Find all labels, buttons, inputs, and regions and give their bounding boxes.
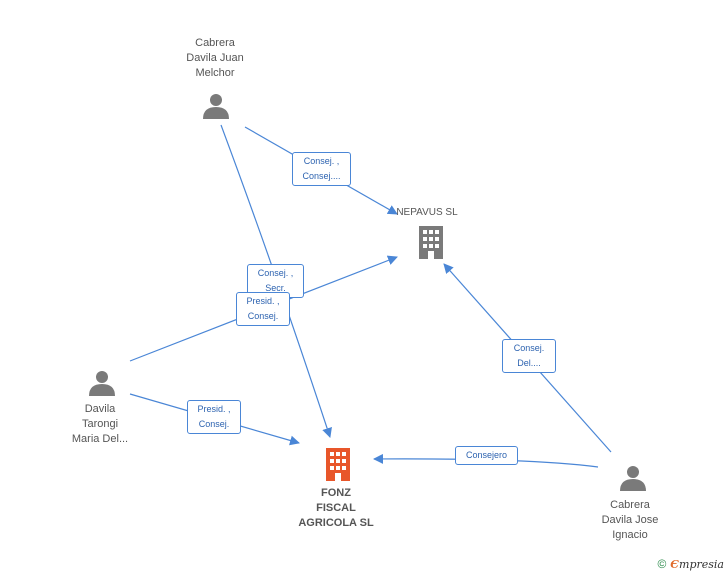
edge-label-davila-nepavus[interactable]: Presid. , Consej. [236, 292, 290, 326]
person-label-cabrera-juan[interactable]: Cabrera Davila Juan Melchor [165, 36, 265, 81]
building-icon[interactable] [415, 224, 447, 260]
edge-role-line: Del.... [517, 358, 541, 368]
company-name-line: FONZ [321, 487, 351, 499]
person-label-davila-tarongi[interactable]: Davila Tarongi Maria Del... [50, 402, 150, 447]
edge-role-line: Presid. , [197, 404, 231, 414]
person-name-line: Ignacio [612, 529, 648, 541]
edge-label-jose-fonz[interactable]: Consejero [455, 446, 518, 465]
edge-label-jose-nepavus[interactable]: Consej. Del.... [502, 339, 556, 373]
edge-role-line: Consej. [198, 419, 230, 429]
edge-role-line: Consej. , [303, 156, 340, 166]
company-label-nepavus[interactable]: NEPAVUS SL [396, 207, 458, 218]
person-name-line: Melchor [195, 67, 235, 79]
company-label-fonz[interactable]: FONZ FISCAL AGRICOLA SL [286, 486, 386, 531]
edge-role-line: Consej. [247, 311, 279, 321]
edge-role-line: Consej.... [302, 171, 341, 181]
brand-initial: Є [670, 557, 680, 571]
brand-rest: mpresia [679, 557, 724, 571]
edge-label-juan-nepavus[interactable]: Consej. , Consej.... [292, 152, 351, 186]
edge-role-line: Consej. , [257, 268, 294, 278]
edge-role-line: Consejero [465, 450, 508, 460]
person-icon[interactable] [202, 92, 230, 120]
edge-label-davila-fonz[interactable]: Presid. , Consej. [187, 400, 241, 434]
person-icon[interactable] [619, 464, 647, 492]
copyright-icon: © [657, 557, 667, 571]
company-name-line: AGRICOLA SL [298, 517, 374, 529]
edge-role-line: Secr. [265, 283, 286, 293]
company-name-line: FISCAL [316, 502, 356, 514]
main-company-building-icon[interactable] [322, 446, 354, 482]
person-name-line: Davila [84, 403, 116, 415]
person-name-line: Davila Jose [601, 514, 659, 526]
edge-role-line: Presid. , [246, 296, 280, 306]
person-name-line: Maria Del... [71, 433, 129, 445]
person-name-line: Cabrera [610, 499, 650, 511]
person-name-line: Cabrera [195, 37, 235, 49]
person-label-cabrera-jose[interactable]: Cabrera Davila Jose Ignacio [580, 498, 680, 543]
person-name-line: Tarongi [81, 418, 119, 430]
brand-logo: Єmpresia [670, 558, 724, 571]
person-name-line: Davila Juan [186, 52, 244, 64]
edge-role-line: Consej. [513, 343, 545, 353]
person-icon[interactable] [88, 369, 116, 397]
brand-footer: © Єmpresia [657, 557, 724, 571]
